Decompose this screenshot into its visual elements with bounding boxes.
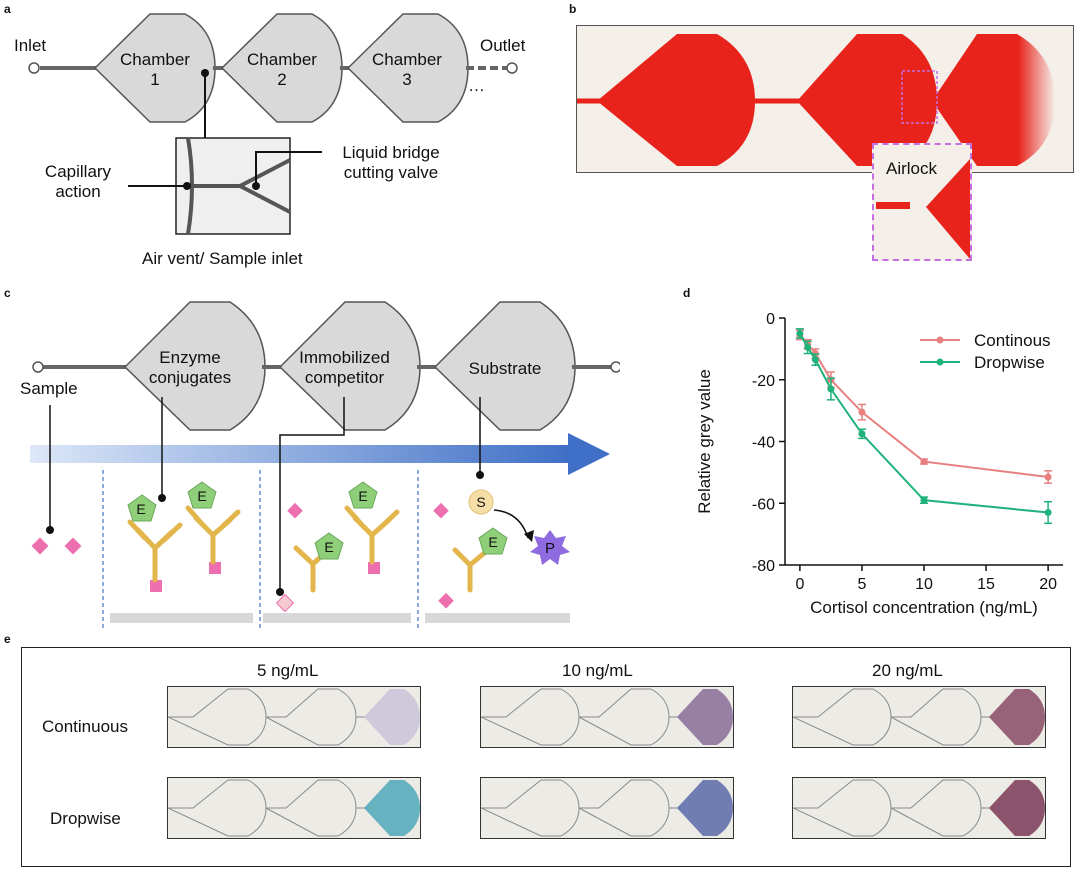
- sample-label: Sample: [20, 379, 78, 398]
- legend-label: Continous: [974, 331, 1051, 350]
- data-point: [1044, 509, 1052, 517]
- enzyme-tag: E: [358, 488, 367, 504]
- inlet-label: Inlet: [14, 36, 47, 55]
- panel-label-c: c: [4, 286, 11, 300]
- ellipsis-label: …: [468, 76, 485, 95]
- data-point: [796, 329, 804, 337]
- data-point: [1044, 473, 1052, 481]
- enzyme-tag: E: [136, 501, 145, 517]
- y-tick-label: -40: [752, 435, 775, 452]
- x-tick-label: 10: [915, 576, 933, 593]
- chip-strip: [792, 686, 1046, 748]
- chip-strip: [167, 686, 421, 748]
- chip-strip: [480, 686, 734, 748]
- data-point: [920, 458, 928, 466]
- x-tick-label: 20: [1039, 576, 1057, 593]
- airlock-inset: Airlock: [872, 143, 972, 261]
- data-point: [804, 343, 812, 351]
- airlock-label: Airlock: [886, 159, 938, 178]
- panel-label-a: a: [4, 2, 11, 16]
- y-tick-label: -80: [752, 558, 775, 575]
- x-tick-label: 0: [795, 576, 804, 593]
- conc-header-20: 20 ng/mL: [872, 661, 943, 680]
- y-axis-label: Relative grey value: [695, 369, 714, 514]
- data-point: [920, 496, 928, 504]
- chip-strip: [167, 777, 421, 839]
- x-axis-label: Cortisol concentration (ng/mL): [810, 598, 1038, 617]
- legend-label: Dropwise: [974, 353, 1045, 372]
- legend-marker: [936, 358, 944, 366]
- data-point: [858, 408, 866, 416]
- data-point: [811, 356, 819, 364]
- y-tick-label: -60: [752, 496, 775, 513]
- airlock-photo: [576, 25, 1074, 173]
- air-vent-label: Air vent/ Sample inlet: [142, 249, 303, 268]
- substrate-tag: S: [476, 494, 485, 510]
- enzyme-tag: E: [488, 534, 497, 550]
- row-label-continuous: Continuous: [42, 717, 129, 736]
- outlet-label: Outlet: [480, 36, 526, 55]
- data-point: [858, 430, 866, 438]
- conc-header-5: 5 ng/mL: [257, 661, 319, 680]
- x-tick-label: 5: [857, 576, 866, 593]
- assay-schematic-c: E E E E E S P: [30, 301, 620, 628]
- panel-label-e: e: [4, 632, 11, 646]
- chip-strip: [792, 777, 1046, 839]
- color-result-panel: 5 ng/mL 10 ng/mL 20 ng/mL Continuous Dro…: [21, 647, 1071, 867]
- x-tick-label: 15: [977, 576, 995, 593]
- enzyme-tag: E: [324, 539, 333, 555]
- panel-label-b: b: [569, 2, 577, 16]
- data-point: [827, 385, 835, 393]
- legend-marker: [936, 336, 944, 344]
- substrate-label: Substrate: [468, 359, 542, 378]
- y-tick-label: 0: [766, 311, 775, 328]
- chip-strip: [480, 777, 734, 839]
- row-label-dropwise: Dropwise: [50, 809, 121, 828]
- conc-header-10: 10 ng/mL: [562, 661, 633, 680]
- chip-schematic-a: [28, 13, 518, 235]
- product-tag: P: [545, 540, 555, 557]
- y-tick-label: -20: [752, 373, 775, 390]
- enzyme-tag: E: [197, 488, 206, 504]
- panel-label-d: d: [683, 286, 691, 300]
